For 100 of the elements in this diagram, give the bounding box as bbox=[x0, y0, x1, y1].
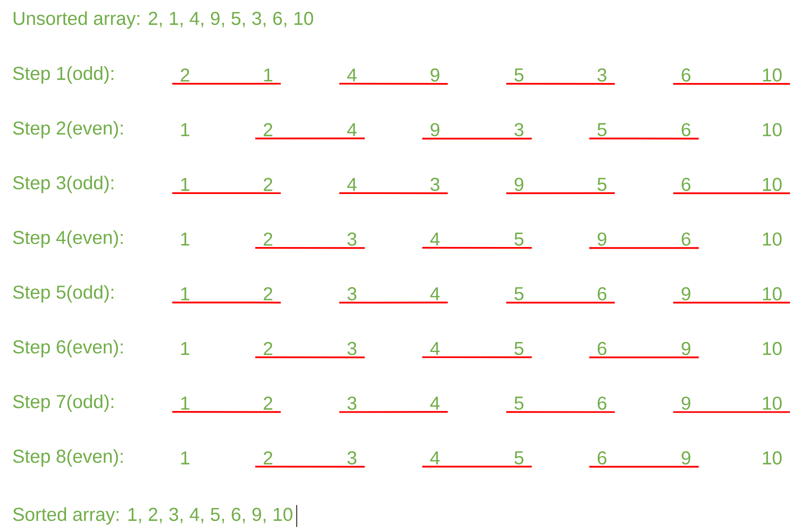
result-text: Sorted array: 1, 2, 3, 4, 5, 6, 9, 10 bbox=[13, 507, 292, 525]
array-number: 6 bbox=[682, 178, 690, 191]
array-number: 10 bbox=[763, 342, 782, 356]
underline bbox=[506, 302, 615, 304]
step-label: Step 1(odd): bbox=[13, 66, 114, 84]
array-number: 2 bbox=[264, 232, 272, 246]
array-number: 4 bbox=[430, 287, 440, 300]
array-number: 9 bbox=[430, 123, 440, 136]
array-number: 1 bbox=[264, 68, 272, 82]
array-number: 5 bbox=[514, 287, 524, 300]
underline bbox=[172, 302, 281, 304]
array-number: 2 bbox=[264, 396, 272, 410]
array-number: 6 bbox=[598, 451, 606, 464]
underline bbox=[673, 83, 790, 85]
array-number: 9 bbox=[682, 396, 690, 410]
array-number: 1 bbox=[181, 342, 190, 355]
step-label: Step 7(odd): bbox=[13, 394, 114, 412]
array-number: 1 bbox=[181, 178, 190, 191]
underline bbox=[589, 138, 699, 140]
underline bbox=[422, 138, 532, 140]
array-number: 9 bbox=[430, 68, 440, 82]
array-number: 1 bbox=[181, 123, 190, 136]
array-number: 4 bbox=[430, 342, 440, 355]
underline bbox=[589, 247, 699, 249]
array-number: 3 bbox=[348, 232, 356, 246]
array-number: 3 bbox=[348, 451, 356, 464]
array-number: 5 bbox=[514, 68, 524, 82]
array-number: 9 bbox=[514, 178, 524, 191]
underline bbox=[506, 411, 615, 413]
array-number: 2 bbox=[264, 287, 272, 300]
array-number: 1 bbox=[181, 451, 190, 464]
array-number: 4 bbox=[347, 68, 357, 82]
array-number: 1 bbox=[181, 287, 190, 300]
array-number: 10 bbox=[763, 123, 782, 136]
array-number: 3 bbox=[430, 178, 440, 191]
array-number: 1 bbox=[181, 232, 190, 246]
underline bbox=[255, 356, 365, 358]
array-number: 10 bbox=[763, 451, 782, 464]
underline bbox=[589, 356, 699, 358]
array-number: 4 bbox=[430, 396, 440, 410]
underline bbox=[255, 138, 365, 140]
array-number: 6 bbox=[682, 68, 690, 82]
array-number: 4 bbox=[347, 123, 357, 136]
array-number: 10 bbox=[763, 396, 782, 410]
array-number: 5 bbox=[598, 123, 606, 136]
array-number: 4 bbox=[347, 178, 357, 191]
array-number: 4 bbox=[430, 232, 440, 246]
array-number: 6 bbox=[598, 342, 606, 356]
array-number: 3 bbox=[598, 68, 606, 82]
array-number: 9 bbox=[682, 451, 690, 464]
array-number: 5 bbox=[514, 396, 524, 410]
underline bbox=[339, 411, 448, 413]
underline bbox=[673, 411, 790, 413]
array-number: 5 bbox=[598, 178, 606, 191]
underline bbox=[506, 82, 615, 85]
underline bbox=[255, 247, 365, 249]
underline bbox=[339, 82, 448, 85]
array-number: 9 bbox=[598, 232, 606, 246]
array-number: 3 bbox=[348, 287, 356, 300]
array-number: 6 bbox=[682, 232, 690, 246]
array-number: 10 bbox=[763, 68, 782, 82]
underline bbox=[673, 192, 790, 194]
step-label: Step 3(odd): bbox=[13, 176, 114, 194]
array-number: 9 bbox=[682, 342, 690, 356]
underline bbox=[255, 466, 365, 468]
array-number: 2 bbox=[264, 123, 272, 136]
step-label: Step 5(odd): bbox=[13, 285, 114, 302]
array-number: 5 bbox=[514, 451, 524, 464]
array-number: 6 bbox=[682, 123, 690, 136]
step-label: Step 4(even): bbox=[13, 230, 123, 248]
underline bbox=[172, 411, 281, 413]
underline bbox=[422, 246, 532, 249]
array-number: 6 bbox=[598, 396, 606, 410]
underline bbox=[339, 192, 448, 194]
array-number: 2 bbox=[180, 68, 190, 82]
underline bbox=[172, 82, 281, 85]
array-number: 10 bbox=[763, 287, 782, 300]
array-number: 10 bbox=[763, 232, 782, 246]
array-number: 2 bbox=[264, 178, 272, 191]
array-number: 9 bbox=[682, 287, 690, 300]
step-label: Step 8(even): bbox=[13, 449, 123, 467]
array-number: 3 bbox=[348, 396, 356, 410]
underline bbox=[172, 192, 281, 194]
array-number: 1 bbox=[181, 396, 190, 410]
array-number: 6 bbox=[598, 287, 606, 300]
step-label: Step 2(even): bbox=[13, 121, 123, 138]
step-label: Step 6(even): bbox=[13, 340, 123, 358]
array-number: 3 bbox=[514, 123, 524, 136]
underline bbox=[422, 466, 532, 468]
array-number: 4 bbox=[430, 451, 440, 464]
array-number: 3 bbox=[348, 342, 356, 356]
underline bbox=[506, 192, 615, 194]
array-number: 2 bbox=[264, 342, 272, 355]
underline bbox=[339, 302, 448, 304]
array-number: 10 bbox=[763, 178, 782, 191]
underline bbox=[422, 356, 532, 358]
array-number: 5 bbox=[514, 342, 524, 355]
underline bbox=[673, 302, 790, 304]
heading: Unsorted array: 2, 1, 4, 9, 5, 3, 6, 10 bbox=[14, 11, 314, 29]
underline bbox=[589, 466, 699, 468]
